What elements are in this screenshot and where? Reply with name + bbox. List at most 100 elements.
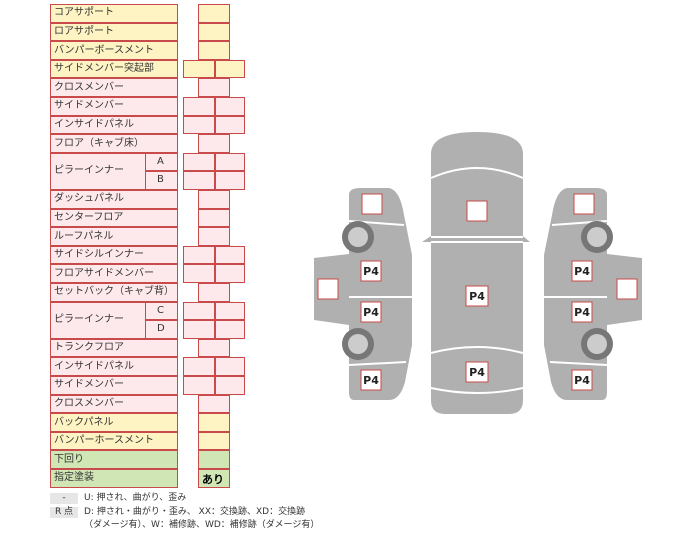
row-label-cell — [50, 227, 178, 246]
value-cell[interactable] — [198, 190, 230, 209]
value-cell[interactable] — [198, 431, 230, 451]
value-cell[interactable] — [215, 97, 245, 116]
value-cell[interactable] — [215, 152, 245, 172]
legend-text-w: （ダメージ有）、W：補修跡、WD：補修跡（ダメージ有） — [84, 520, 320, 530]
value-cell[interactable] — [198, 208, 230, 228]
value-cell[interactable] — [198, 41, 230, 60]
value-cell[interactable] — [198, 134, 230, 153]
value-cell[interactable] — [215, 320, 245, 339]
value-cell[interactable] — [215, 264, 245, 283]
row-label: バンパーボースメント — [54, 44, 154, 56]
value-cell[interactable] — [215, 357, 245, 376]
row-label: ロアサポート — [54, 25, 114, 37]
center-body — [422, 132, 530, 414]
value-cell[interactable] — [198, 413, 230, 432]
p4-label: P4 — [574, 306, 590, 319]
p4-label: P4 — [469, 290, 485, 303]
legend-row-d: R 点 D: 押され・曲がり・歪み、 XX：交換跡、XD：交換跡 — [50, 506, 305, 519]
p4-label: P4 — [469, 366, 485, 379]
value-cell[interactable] — [183, 245, 215, 265]
row-label: バンパーホースメント — [54, 435, 154, 447]
row-label-cell — [50, 450, 178, 469]
marker-box-right-side[interactable] — [616, 278, 638, 300]
value-cell[interactable] — [183, 357, 215, 376]
p4-marker-left-2[interactable]: P4 — [360, 301, 382, 323]
row-label-cell — [50, 4, 178, 23]
row-label-cell — [50, 469, 178, 488]
row-label: クロスメンバー — [54, 397, 124, 409]
value-cell[interactable] — [198, 469, 230, 488]
row-label-cell — [50, 134, 178, 153]
row-label-cell — [50, 78, 178, 97]
p4-marker-right-1[interactable]: P4 — [571, 260, 593, 282]
p4-label: P4 — [574, 265, 590, 278]
row-label-cell — [50, 394, 178, 414]
row-label: サイドメンバー — [54, 100, 124, 112]
marker-box-left-side[interactable] — [317, 278, 339, 300]
row-label-cell — [50, 413, 178, 432]
value-cell[interactable] — [198, 450, 230, 469]
row-label: ピラーインナー — [54, 165, 124, 177]
value-cell[interactable] — [215, 171, 245, 190]
row-label: フロア（キャブ床） — [54, 137, 144, 149]
row-label-cell — [50, 431, 178, 451]
row-label: ルーフパネル — [54, 230, 114, 242]
row-label: インサイドパネル — [54, 360, 134, 372]
value-cell[interactable] — [215, 245, 245, 265]
row-label: サイドメンバー突起部 — [54, 63, 154, 75]
row-label-cell — [50, 22, 178, 42]
p4-label: P4 — [363, 265, 379, 278]
value-cell[interactable] — [183, 115, 215, 135]
value-cell[interactable] — [198, 394, 230, 414]
row-label-cell — [50, 376, 178, 395]
row-label-cell — [50, 245, 178, 265]
value-cell[interactable] — [215, 301, 245, 321]
value-cell[interactable] — [183, 152, 215, 172]
row-label: 下回り — [54, 453, 84, 465]
marker-box-right-front[interactable] — [573, 193, 595, 215]
value-cell[interactable] — [183, 59, 215, 79]
row-label: バックパネル — [54, 416, 114, 428]
paint-value: あり — [202, 473, 224, 486]
value-cell[interactable] — [215, 115, 245, 135]
value-cell[interactable] — [183, 97, 215, 116]
marker-box-left-front[interactable] — [361, 193, 383, 215]
legend-row-u: -U: 押され、曲がり、歪み — [50, 492, 186, 505]
p4-marker-left-3[interactable]: P4 — [360, 369, 382, 391]
value-cell[interactable] — [215, 59, 245, 79]
row-label: ダッシュパネル — [54, 193, 124, 205]
row-label-cell — [50, 283, 178, 302]
value-cell[interactable] — [198, 338, 230, 358]
row-label-cell — [50, 97, 178, 116]
value-cell[interactable] — [198, 283, 230, 302]
value-cell[interactable] — [198, 22, 230, 42]
p4-marker-right-2[interactable]: P4 — [571, 301, 593, 323]
value-cell[interactable] — [198, 227, 230, 246]
p4-marker-left-1[interactable]: P4 — [360, 260, 382, 282]
value-cell[interactable] — [198, 78, 230, 97]
row-label-cell — [50, 41, 178, 60]
value-cell[interactable] — [183, 171, 215, 190]
row-label-cell — [50, 59, 178, 79]
legend-key-r: R 点 — [50, 507, 78, 518]
row-label-cell — [50, 357, 178, 376]
left-side-body — [314, 188, 412, 400]
p4-label: P4 — [363, 374, 379, 387]
value-cell[interactable] — [215, 376, 245, 395]
marker-box-center-top[interactable] — [466, 200, 488, 222]
legend-text-d: D: 押され・曲がり・歪み、 XX：交換跡、XD：交換跡 — [84, 507, 306, 517]
p4-marker-center-1[interactable]: P4 — [465, 285, 489, 307]
row-label-cell — [50, 190, 178, 209]
row-label-cell — [50, 338, 178, 358]
row-sub-label: D — [157, 323, 165, 335]
value-cell[interactable] — [183, 320, 215, 339]
p4-marker-center-2[interactable]: P4 — [465, 361, 489, 383]
value-cell[interactable] — [183, 301, 215, 321]
row-label: クロスメンバー — [54, 81, 124, 93]
value-cell[interactable] — [183, 376, 215, 395]
row-sub-cell — [145, 301, 178, 321]
p4-marker-right-3[interactable]: P4 — [571, 369, 593, 391]
value-cell[interactable] — [198, 4, 230, 23]
value-cell[interactable] — [183, 264, 215, 283]
row-sub-cell — [145, 171, 178, 190]
